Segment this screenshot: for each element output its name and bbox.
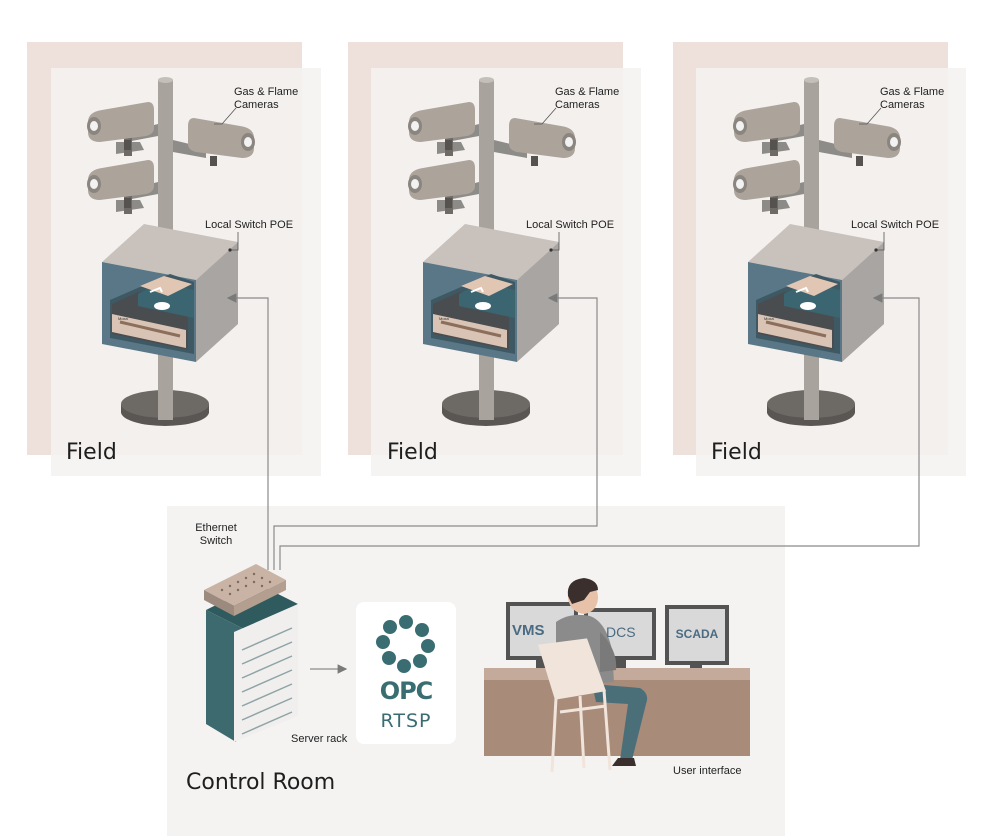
control-room-label: Control Room bbox=[186, 770, 336, 795]
chair bbox=[538, 638, 612, 773]
monitor-scada bbox=[665, 605, 729, 676]
field-label: Field bbox=[387, 440, 438, 465]
cameras-label: Gas & Flame Cameras bbox=[880, 86, 945, 111]
dcs-screen-label: DCS bbox=[606, 624, 636, 640]
user-interface-label: User interface bbox=[673, 765, 742, 777]
vms-screen-label: VMS bbox=[512, 622, 545, 639]
protocol-card bbox=[356, 602, 456, 744]
switch-label: Local Switch POE bbox=[526, 219, 615, 231]
field-panel-1 bbox=[27, 42, 321, 476]
network-connectors bbox=[226, 293, 920, 674]
cameras-label: Gas & Flame Cameras bbox=[234, 86, 299, 111]
field-label: Field bbox=[711, 440, 762, 465]
server-rack bbox=[204, 564, 298, 742]
switch-label: Local Switch POE bbox=[205, 219, 294, 231]
rtsp-label: RTSP bbox=[380, 710, 432, 732]
field-panel-2 bbox=[348, 42, 641, 476]
ethernet-switch-label: Ethernet Switch bbox=[195, 522, 237, 547]
server-rack-label: Server rack bbox=[291, 733, 348, 745]
opc-label: OPC bbox=[379, 677, 434, 705]
opc-logo-icon bbox=[376, 615, 435, 673]
switch-label: Local Switch POE bbox=[851, 219, 940, 231]
field-label: Field bbox=[66, 440, 117, 465]
field-panel-3 bbox=[673, 42, 966, 476]
desk bbox=[484, 668, 750, 756]
cameras-label: Gas & Flame Cameras bbox=[555, 86, 620, 111]
scada-screen-label: SCADA bbox=[675, 627, 719, 641]
